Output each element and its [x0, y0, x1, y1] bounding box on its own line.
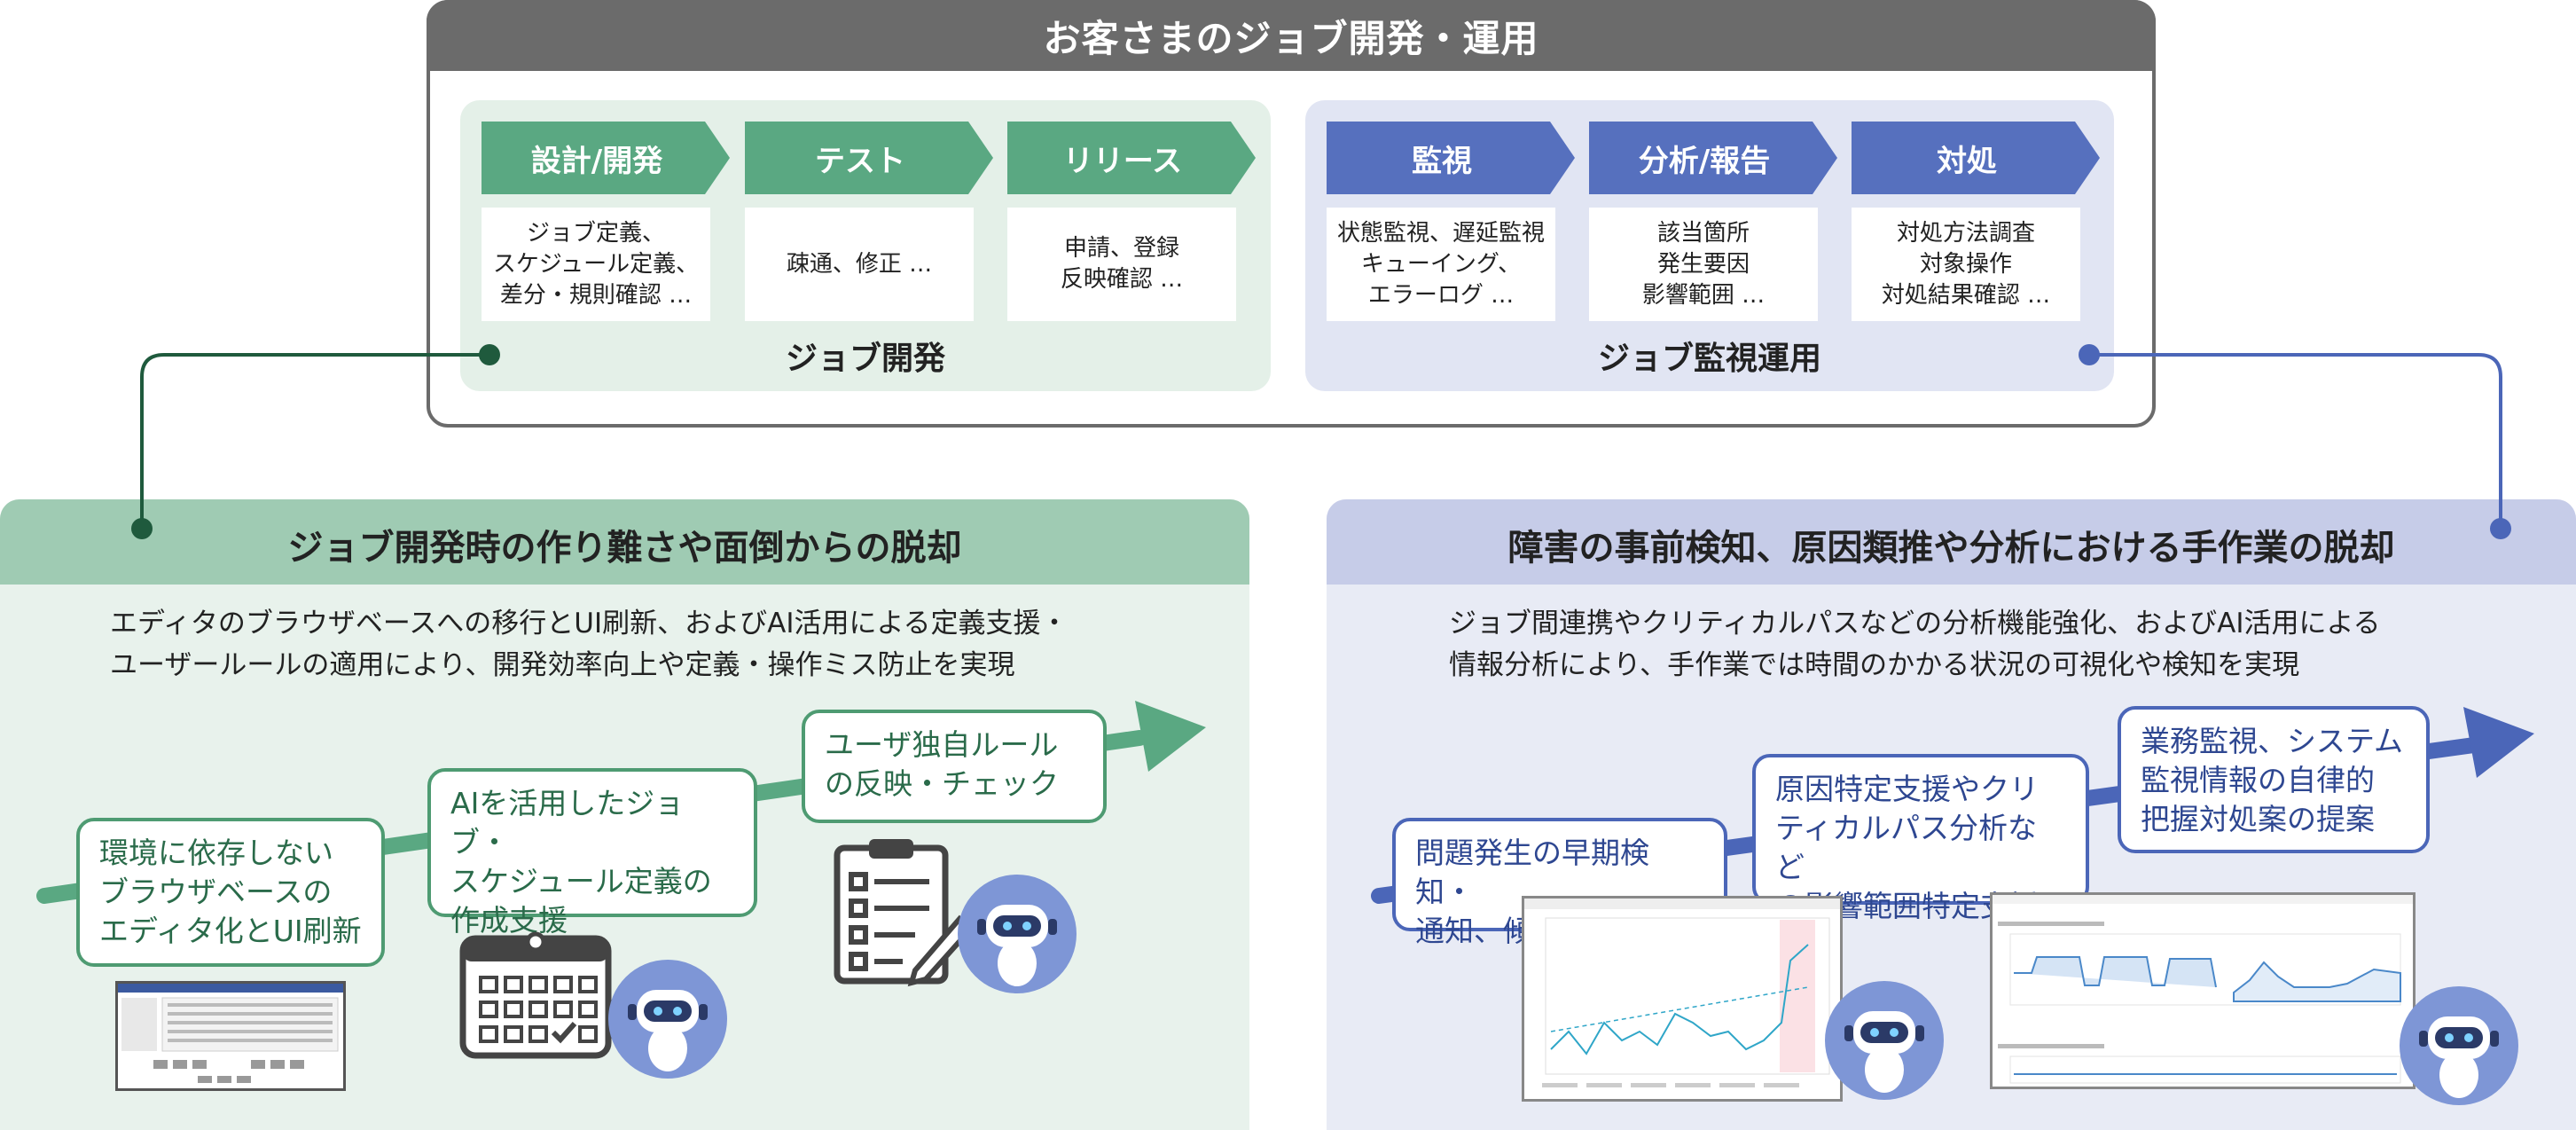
development-improvement-title: ジョブ開発時の作り難さや面倒からの脱却	[287, 528, 962, 569]
development-improvement-header	[0, 499, 1249, 585]
development-label: ジョブ開発	[785, 341, 945, 377]
step-response-detail: 対処方法調査 対象操作 対処結果確認 …	[1852, 208, 2080, 321]
step-design-dev-detail: ジョブ定義、 スケジュール定義、 差分・規則確認 …	[482, 208, 710, 321]
step-response: 対処	[1852, 122, 2100, 194]
dev-connector-dot	[479, 344, 500, 365]
calendar-icon	[458, 928, 614, 1061]
callout-user-rules: ユーザ独自ルール の反映・チェック	[802, 710, 1107, 823]
callout-browser-editor: 環境に依存しない ブラウザベースの エディタ化とUI刷新	[76, 818, 385, 967]
ai-robot-icon	[2400, 986, 2518, 1105]
ops-connector-dot-bottom	[2490, 518, 2511, 539]
operations-improvement-description: ジョブ間連携やクリティカルパスなどの分析機能強化、およびAI活用による 情報分析…	[1449, 608, 2381, 681]
operations-improvement-title: 障害の事前検知、原因類推や分析における手作業の脱却	[1507, 528, 2395, 569]
callout-autonomous-proposal: 業務監視、システム 監視情報の自律的 把握対処案の提案	[2118, 706, 2430, 853]
step-design-dev: 設計/開発	[482, 122, 730, 194]
ai-robot-icon	[958, 875, 1077, 993]
trend-chart-screenshot	[1522, 896, 1843, 1102]
callout-ai-definition-support: AIを活用したジョブ・ スケジュール定義の 作成支援	[427, 768, 757, 938]
ops-connector-dot	[2079, 344, 2100, 365]
ai-robot-icon	[608, 960, 727, 1079]
callout-root-cause-analysis: 原因特定支援やクリ ティカルパス分析など の影響範囲特定支援	[1752, 754, 2089, 923]
step-test: テスト	[745, 122, 993, 194]
editor-screenshot-thumbnail	[115, 981, 346, 1091]
development-improvement-description: エディタのブラウザベースへの移行とUI刷新、およびAI活用による定義支援・ ユー…	[110, 608, 1069, 681]
step-analysis-report-detail: 該当箇所 発生要因 影響範囲 …	[1589, 208, 1818, 321]
step-analysis-report: 分析/報告	[1589, 122, 1837, 194]
step-test-detail: 疎通、修正 …	[745, 208, 974, 321]
step-monitoring-detail: 状態監視、遅延監視 キューイング、 エラーログ …	[1327, 208, 1555, 321]
step-release: リリース	[1007, 122, 1256, 194]
operations-improvement-header	[1327, 499, 2576, 585]
page-title: お客さまのジョブ開発・運用	[427, 0, 2156, 71]
checklist-icon	[830, 837, 975, 988]
ai-robot-icon	[1825, 981, 1944, 1100]
monitoring-chart-screenshot	[1990, 892, 2415, 1089]
operations-label: ジョブ監視運用	[1597, 341, 1821, 377]
step-release-detail: 申請、登録 反映確認 …	[1007, 208, 1236, 321]
dev-connector-dot-bottom	[131, 518, 153, 539]
step-monitoring: 監視	[1327, 122, 1575, 194]
